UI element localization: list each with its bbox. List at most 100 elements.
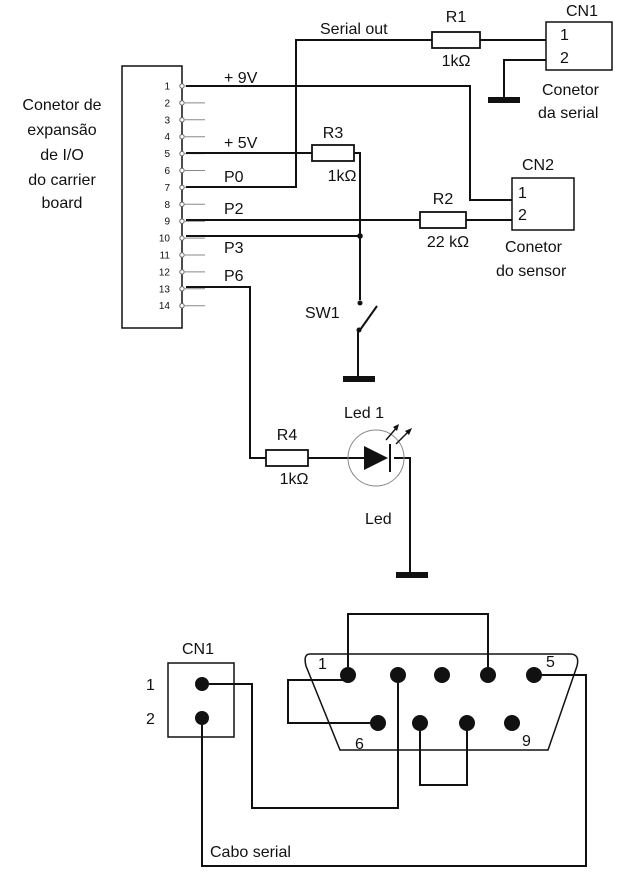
led-1 (347, 424, 412, 487)
ground-sw1 (343, 376, 375, 382)
label-cn2-pin1: 1 (518, 185, 527, 202)
label-cable-cn1-pin1: 1 (146, 677, 155, 694)
ground-led (396, 572, 428, 578)
label-sw1: SW1 (305, 305, 340, 322)
schematic-wires (186, 39, 546, 572)
wire-cn1-pin2-db9-pin5 (201, 674, 587, 867)
db9-pin-4 (480, 667, 496, 683)
switch-sw1 (356, 300, 378, 333)
header-title-line-1: Conetor de (22, 97, 101, 114)
label-r3-value: 1kΩ (328, 168, 357, 185)
resistor-r4 (265, 449, 309, 467)
db9-pin-2 (390, 667, 406, 683)
header-pin-hole-1 (179, 83, 185, 89)
wire-plus9v (186, 85, 512, 201)
label-db9-6: 6 (355, 736, 364, 753)
jumper-pin1-pin6 (287, 679, 370, 724)
label-led-caption: Led (365, 511, 392, 528)
label-r2-value: 22 kΩ (427, 234, 469, 251)
sw1-lever (359, 305, 378, 331)
sw1-contact-bottom (356, 327, 362, 333)
header-pin-hole-5 (179, 150, 185, 157)
label-p2: P2 (224, 201, 244, 218)
header-pin-number-13: 13 (159, 284, 171, 295)
header-pin-number-1: 1 (164, 82, 170, 93)
header-pin-hole-14 (179, 303, 185, 309)
header-pin-number-6: 6 (164, 166, 170, 177)
resistor-r3 (311, 144, 355, 162)
header-pin-number-9: 9 (164, 217, 170, 228)
label-cn1-caption-1: Conetor (542, 82, 600, 99)
label-r4-name: R4 (277, 427, 298, 444)
label-p6: P6 (224, 268, 244, 285)
label-r4-value: 1kΩ (280, 471, 309, 488)
header-pin-hole-11 (179, 252, 185, 258)
connector-cn2 (511, 177, 575, 231)
label-cn1-pin2: 2 (560, 50, 569, 67)
label-r3-name: R3 (323, 125, 344, 142)
led-ray-arrow-2 (405, 428, 412, 435)
ground-cn1 (488, 97, 520, 103)
header-pin-hole-3 (179, 117, 185, 123)
cable-cn1-pin2 (195, 711, 209, 725)
label-p0: P0 (224, 169, 244, 186)
label-db9-9: 9 (522, 733, 531, 750)
wire-cn1-pin1-db9-pin2 (209, 683, 399, 809)
jumper-pin1-pin4 (347, 613, 489, 667)
db9-pin-5 (526, 667, 542, 683)
header-pin-number-5: 5 (164, 149, 170, 160)
header-pin-number-8: 8 (164, 200, 170, 211)
label-cable-cn1-pin2: 2 (146, 711, 155, 728)
wire-r3-sw1 (354, 152, 361, 300)
label-serial-out: Serial out (320, 21, 388, 38)
label-cn2-caption-2: do sensor (496, 263, 567, 280)
label-led1: Led 1 (344, 405, 384, 422)
label-p3: P3 (224, 240, 244, 257)
wire-cn1-gnd (503, 59, 546, 98)
wire-p0-serial-out (186, 39, 432, 188)
db9-pin-9 (504, 715, 520, 731)
label-db9-5: 5 (546, 654, 555, 671)
header-body (121, 65, 183, 329)
label-cable-serial: Cabo serial (210, 844, 291, 861)
junction-p3 (357, 233, 363, 239)
header-pin-number-11: 11 (160, 251, 171, 262)
header-pin-number-7: 7 (164, 183, 170, 194)
jumper-pin7-pin8 (419, 731, 468, 786)
header-pin-number-14: 14 (159, 301, 171, 312)
led-outline (347, 429, 405, 487)
header-pin-number-4: 4 (164, 132, 170, 143)
label-cn2-pin2: 2 (518, 207, 527, 224)
header-title-line-5: board (42, 195, 83, 212)
label-plus9v: + 9V (224, 70, 258, 87)
wire-p6-r4 (186, 286, 266, 459)
header-pin-hole-8 (179, 201, 185, 208)
label-cn1-pin1: 1 (560, 27, 569, 44)
header-title-line-3: de I/O (40, 147, 84, 164)
header-pin-hole-13 (179, 286, 185, 292)
label-r1-value: 1kΩ (442, 53, 471, 70)
resistor-r1 (431, 31, 481, 49)
label-r1-name: R1 (446, 9, 467, 26)
header-pin-number-10: 10 (159, 234, 171, 245)
resistor-r2 (419, 211, 467, 229)
db9-pin-7 (412, 715, 428, 731)
header-title-line-2: expansão (27, 122, 96, 139)
label-cn1-caption-2: da serial (538, 105, 598, 122)
wire-led-gnd (394, 457, 411, 572)
label-cn1-name: CN1 (566, 3, 598, 20)
led-ray-arrow-1 (393, 424, 399, 431)
connector-cn1 (545, 21, 613, 71)
sw1-contact-top (357, 300, 363, 306)
db9-pin-6 (370, 715, 386, 731)
header-title-line-4: do carrier (28, 172, 96, 189)
serial-cable-diagram: CN1 1 2 1 5 6 9 Cabo serial (146, 613, 587, 867)
header-pin-number-3: 3 (164, 115, 170, 126)
db9-pin-3 (434, 667, 450, 683)
label-cn2-name: CN2 (522, 157, 554, 174)
label-cn2-caption-1: Conetor (505, 239, 563, 256)
